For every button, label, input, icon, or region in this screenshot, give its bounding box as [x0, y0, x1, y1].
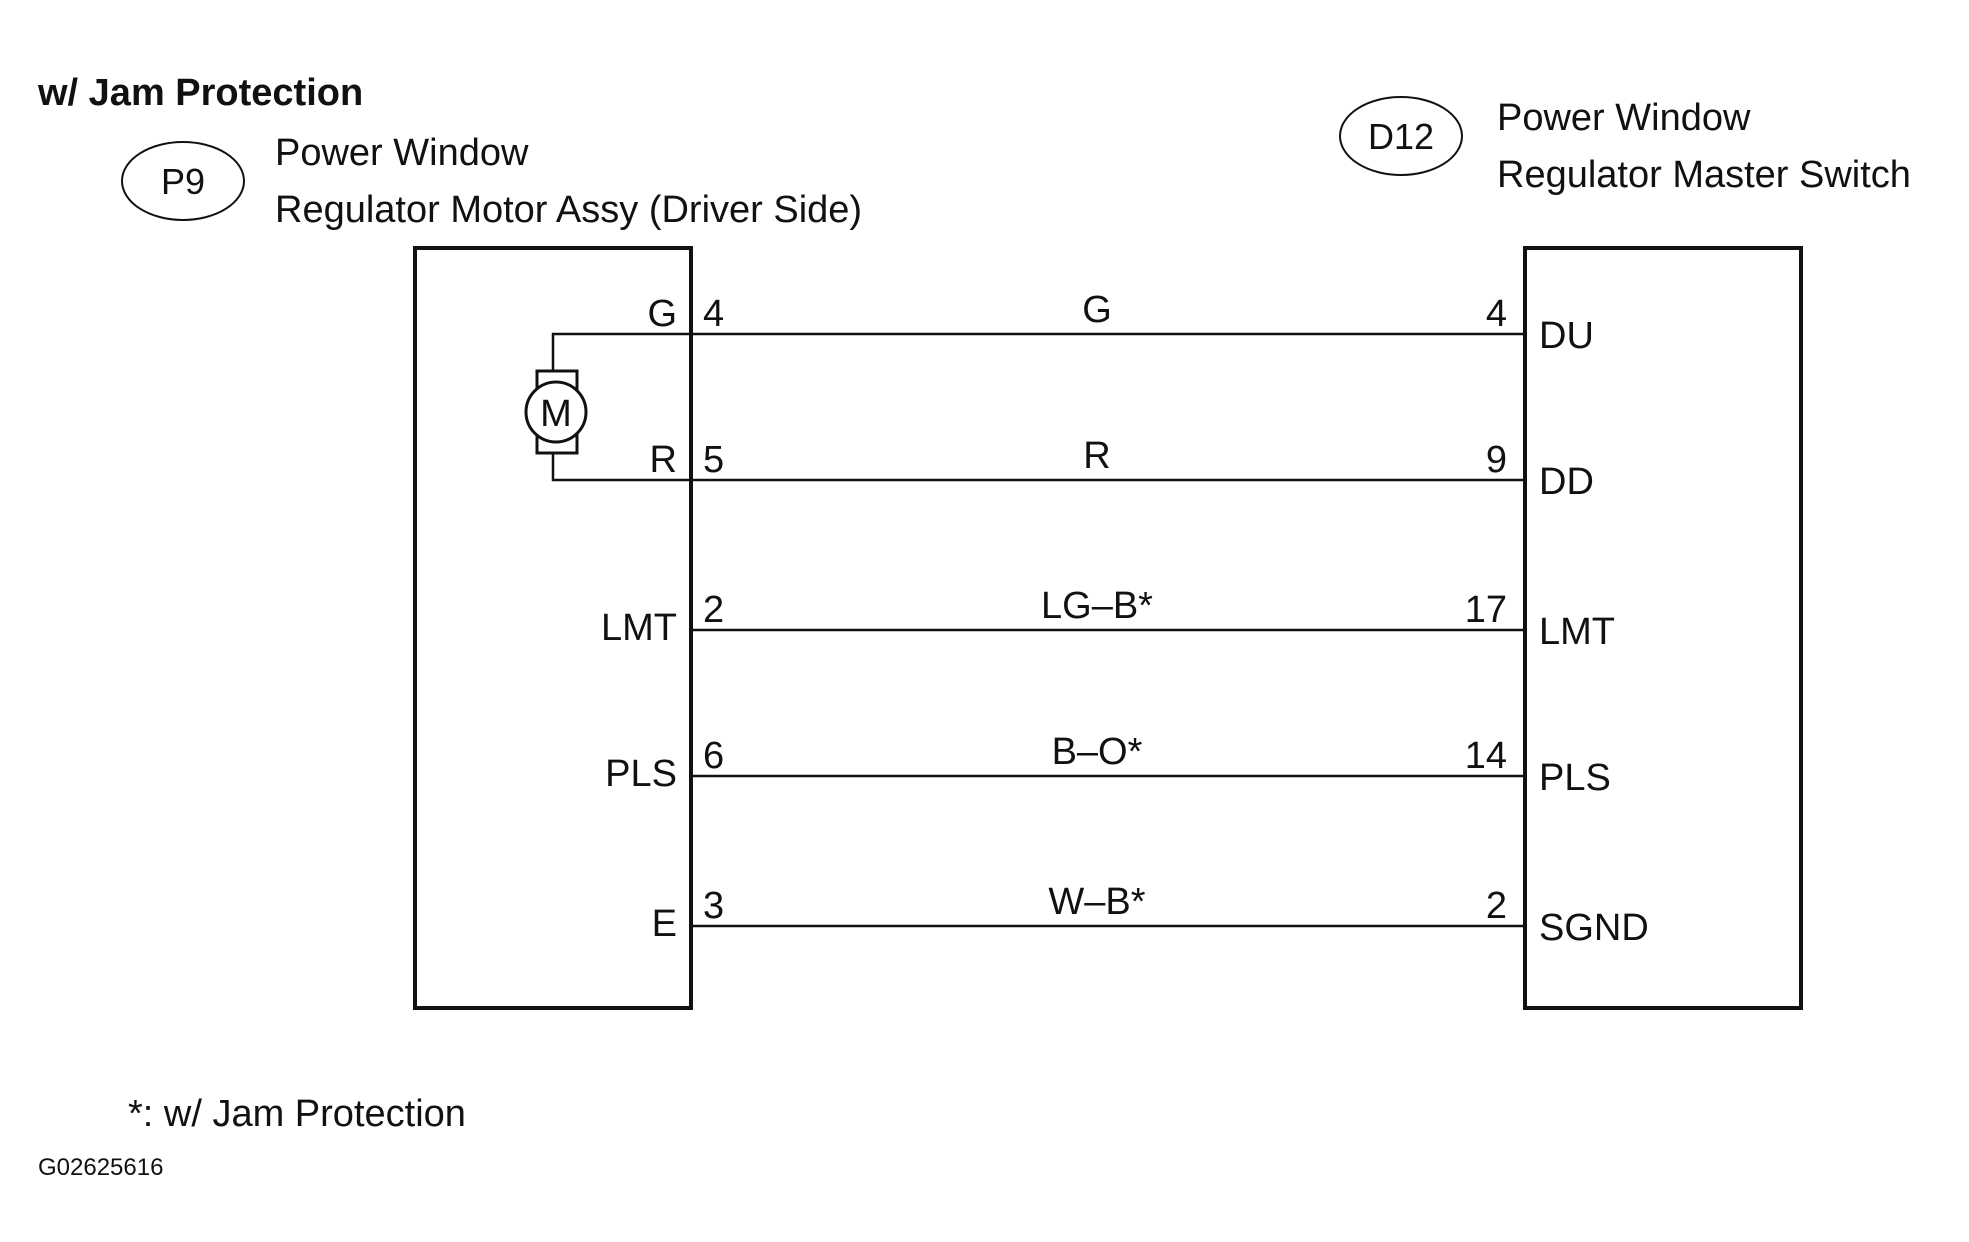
wire-left-terminal: R — [650, 439, 677, 481]
wire-right-pin: 17 — [1465, 589, 1507, 631]
left-connector-title-line1: Power Window — [275, 132, 529, 174]
footnote: *: w/ Jam Protection — [128, 1093, 466, 1135]
motor-symbol: M — [524, 332, 691, 482]
wire-left-pin: 6 — [703, 735, 724, 777]
right-connector-title-line1: Power Window — [1497, 97, 1751, 139]
wire-color-label: W–B* — [1048, 881, 1145, 923]
wire-color-label: G — [1082, 289, 1112, 331]
right-connector-title-line2: Regulator Master Switch — [1497, 154, 1911, 196]
wire-right-pin: 9 — [1486, 439, 1507, 481]
wire-color-label: B–O* — [1052, 731, 1143, 773]
left-connector-code: P9 — [161, 161, 205, 202]
wire-left-terminal: E — [652, 903, 677, 945]
wire-right-pin: 14 — [1465, 735, 1507, 777]
motor-label: M — [540, 393, 572, 435]
wire-left-terminal: PLS — [605, 753, 677, 795]
wire-right-terminal: LMT — [1539, 611, 1615, 653]
motor-lead-lower — [551, 453, 691, 482]
figure-code: G02625616 — [38, 1154, 163, 1181]
motor-lead-upper — [551, 332, 691, 371]
wire-right-terminal: PLS — [1539, 757, 1611, 799]
right-connector-code: D12 — [1368, 116, 1434, 157]
wire-left-pin: 2 — [703, 589, 724, 631]
right-connector-code-oval — [1339, 96, 1463, 176]
wire-left-terminal: LMT — [601, 607, 677, 649]
motor-armature-circle — [524, 380, 588, 444]
wire-right-pin: 4 — [1486, 293, 1507, 335]
left-connector-code-oval — [121, 141, 245, 221]
wire-right-pin: 2 — [1486, 885, 1507, 927]
wire-left-terminal: G — [647, 293, 677, 335]
motor-assy-box — [413, 246, 693, 1010]
wire-right-terminal: DD — [1539, 461, 1594, 503]
wire-left-pin: 5 — [703, 439, 724, 481]
wire-color-label: R — [1083, 435, 1110, 477]
wire-right-terminal: DU — [1539, 315, 1594, 357]
left-connector-title-line2: Regulator Motor Assy (Driver Side) — [275, 189, 862, 231]
master-switch-box — [1523, 246, 1803, 1010]
diagram-heading: w/ Jam Protection — [37, 72, 363, 114]
wire-color-label: LG–B* — [1041, 585, 1153, 627]
wire-left-pin: 4 — [703, 293, 724, 335]
wire-left-pin: 3 — [703, 885, 724, 927]
wire-right-terminal: SGND — [1539, 907, 1649, 949]
